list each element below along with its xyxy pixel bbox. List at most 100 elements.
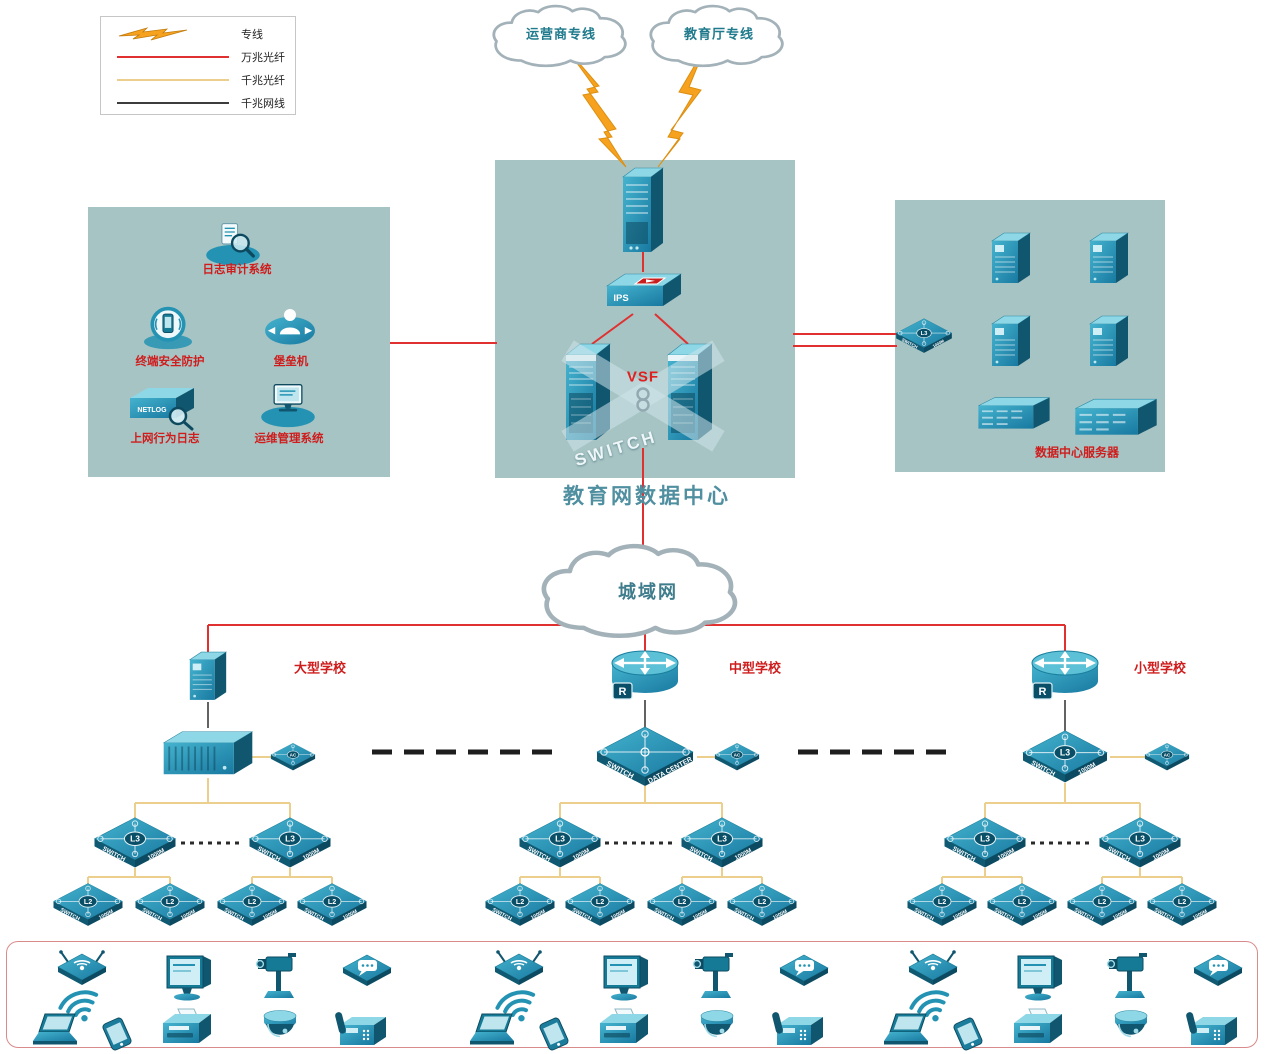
datacenter-server — [1086, 312, 1132, 370]
svg-text:L2: L2 — [1178, 898, 1186, 906]
svg-text:L2: L2 — [1098, 898, 1106, 906]
security-item-label: 上网行为日志 — [130, 433, 200, 445]
printer-icon — [157, 1007, 213, 1049]
education-cloud-label: 教育厅专线 — [683, 26, 755, 42]
core-firewall-device — [618, 164, 668, 256]
1g-fiber-links — [87, 756, 1183, 886]
lightning-legend-icon — [118, 26, 188, 40]
ptz-camera-icon — [691, 951, 743, 1001]
security-item-label: 堡垒机 — [273, 356, 309, 368]
svg-text:L2: L2 — [248, 898, 256, 906]
datacenter-server — [1086, 229, 1132, 287]
legend-label: 万兆光纤 — [241, 51, 285, 64]
laptop-icon — [882, 1012, 934, 1048]
svg-text:L2: L2 — [84, 898, 92, 906]
svg-text:NETLOG: NETLOG — [137, 407, 167, 414]
security-item-label: 日志审计系统 — [202, 264, 272, 276]
svg-text:AC: AC — [734, 752, 741, 757]
wireless-ap-icon — [493, 948, 545, 988]
dome-camera-icon — [695, 1006, 739, 1046]
datacenter-title: 教育网数据中心 — [563, 484, 731, 508]
school-label-small: 小型学校 — [1133, 660, 1187, 676]
svg-text:L2: L2 — [938, 898, 946, 906]
wireless-controller: AC — [714, 743, 760, 771]
svg-text:L2: L2 — [328, 898, 336, 906]
wireless-controller: AC — [270, 743, 316, 771]
education-cloud — [649, 4, 784, 68]
laptop-icon — [468, 1012, 520, 1048]
fax-phone-icon — [334, 1009, 390, 1051]
rack-server — [1070, 394, 1162, 442]
printer-icon — [594, 1007, 650, 1049]
smartphone-icon — [535, 1017, 573, 1051]
datacenter-server — [988, 229, 1034, 287]
legend-label: 千兆网线 — [241, 97, 285, 110]
smartphone-icon — [949, 1017, 987, 1051]
security-item-label: 终端安全防护 — [135, 356, 205, 368]
svg-text:L2: L2 — [758, 898, 766, 906]
svg-text:L2: L2 — [596, 898, 604, 906]
lightning-bolt-icon — [657, 47, 706, 168]
desktop-monitor-icon — [1012, 952, 1066, 1002]
wireless-ap-icon — [907, 948, 959, 988]
large-school-gateway-appliance — [160, 726, 256, 780]
legend-label: 专线 — [241, 28, 263, 41]
bastion-host-icon — [258, 303, 322, 351]
datacenter-server — [988, 312, 1034, 370]
terminal-security-icon — [136, 303, 200, 351]
svg-text:AC: AC — [1164, 752, 1171, 757]
svg-text:L3: L3 — [717, 834, 727, 844]
svg-text:L2: L2 — [516, 898, 524, 906]
laptop-icon — [31, 1012, 83, 1048]
netlog-device: NETLOG — [130, 388, 194, 431]
medium-school-router: R — [611, 650, 679, 700]
security-item-label: 运维管理系统 — [254, 433, 324, 445]
svg-text:L2: L2 — [166, 898, 174, 906]
ptz-camera-icon — [254, 951, 306, 1001]
svg-text:R: R — [1039, 686, 1047, 698]
ops-management-icon — [256, 381, 320, 429]
school-label-medium: 中型学校 — [728, 660, 782, 676]
dome-camera-icon — [1109, 1006, 1153, 1046]
wireless-controller: AC — [1144, 743, 1190, 771]
svg-text:L3: L3 — [1135, 834, 1145, 844]
svg-text:IPS: IPS — [613, 293, 628, 304]
wireless-ap-icon — [56, 948, 108, 988]
svg-text:R: R — [619, 686, 627, 698]
voip-chat-icon — [1192, 953, 1244, 991]
carrier-cloud-label: 运营商专线 — [525, 26, 597, 42]
svg-text:L3: L3 — [980, 834, 990, 844]
svg-text:L2: L2 — [678, 898, 686, 906]
legend-item-1g-cable: 千兆网线 — [101, 91, 295, 114]
chain-link-icon — [636, 387, 650, 412]
legend-item-1g-fiber: 千兆光纤 — [101, 68, 295, 91]
large-school-core-server — [186, 648, 230, 704]
svg-text:L3: L3 — [130, 834, 140, 844]
fax-phone-icon — [1185, 1009, 1241, 1051]
server-zone-title: 数据中心服务器 — [1034, 445, 1120, 460]
printer-icon — [1008, 1007, 1064, 1049]
svg-text:AC: AC — [290, 752, 297, 757]
small-school-router: R — [1031, 650, 1099, 700]
rack-server — [974, 393, 1054, 435]
legend-label: 千兆光纤 — [241, 74, 285, 87]
